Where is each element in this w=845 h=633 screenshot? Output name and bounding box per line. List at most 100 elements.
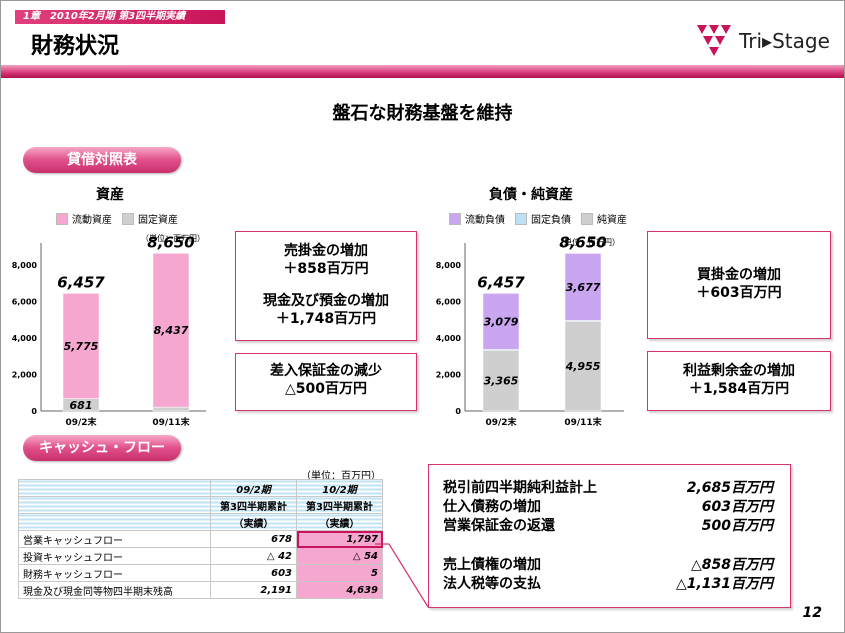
legend-label: 流動資産 <box>72 215 112 226</box>
header-cell <box>18 479 211 497</box>
cf-unit-label: （単位：百万円） <box>301 471 381 482</box>
legend-label: 流動負債 <box>465 215 505 226</box>
tristage-logo-icon <box>697 25 731 56</box>
data-label: 3,079 <box>484 315 519 328</box>
y-tick-label: 6,000 <box>12 298 38 307</box>
header-cell: 第3四半期累計 <box>296 496 383 514</box>
table-header-row: 09/2期 10/2期 <box>18 479 383 497</box>
table-row: 営業キャッシュフロー 678 1,797 <box>18 530 383 548</box>
assets-chart-title: 資産 <box>96 187 124 203</box>
x-tick-label: 09/11末 <box>152 416 190 428</box>
cf-detail-label: 営業保証金の返還 <box>443 518 555 534</box>
connector-line <box>375 543 429 608</box>
row-value-current: 4,639 <box>296 581 383 599</box>
assets-unit-label: （単位：百万円） <box>141 234 205 243</box>
bar-segment <box>62 293 100 399</box>
row-label: 財務キャッシュフロー <box>18 564 211 582</box>
legend-label: 固定負債 <box>531 215 571 226</box>
bar-segment <box>482 293 520 350</box>
legend-item: 固定資産 <box>122 211 178 226</box>
legend-swatch <box>515 212 527 225</box>
row-value-prev: △ 42 <box>210 547 297 565</box>
cf-detail-row: 仕入債務の増加 603百万円 <box>443 496 773 515</box>
table-header-row: 第3四半期累計 第3四半期累計 <box>18 496 383 514</box>
legend-label: 純資産 <box>597 215 627 226</box>
header-cell: （実績） <box>210 513 297 531</box>
callout-deposit-decrease: 差入保証金の減少 △500百万円 <box>235 353 417 411</box>
y-tick-label: 0 <box>31 407 37 416</box>
page-title: 財務状況 <box>31 34 120 59</box>
row-value-prev: 678 <box>210 530 297 548</box>
bar-segment <box>152 253 190 408</box>
y-tick-label: 2,000 <box>436 371 462 380</box>
row-label: 現金及び現金同等物四半期末残高 <box>18 581 211 599</box>
header-cell: （実績） <box>296 513 383 531</box>
table-row: 現金及び現金同等物四半期末残高 2,191 4,639 <box>18 581 383 599</box>
legend-swatch <box>56 212 68 225</box>
callout-line: 買掛金の増加 <box>697 267 781 283</box>
legend-item: 流動資産 <box>56 211 112 226</box>
y-tick-label: 0 <box>455 407 461 416</box>
assets-legend: 流動資産 固定資産 <box>56 211 178 226</box>
cf-detail-label: 売上債権の増加 <box>443 557 541 573</box>
data-label: 5,775 <box>64 340 99 353</box>
y-tick-label: 6,000 <box>436 298 462 307</box>
x-tick-label: 09/11末 <box>564 416 602 428</box>
callout-line: ＋603百万円 <box>696 285 782 301</box>
table-row: 投資キャッシュフロー △ 42 △ 54 <box>18 547 383 565</box>
callout-line: ＋1,748百万円 <box>275 311 377 327</box>
section-tab-cashflow: キャッシュ・フロー <box>23 435 181 461</box>
y-tick-label: 4,000 <box>12 334 38 343</box>
row-label: 営業キャッシュフロー <box>18 530 211 548</box>
callout-retained-earnings: 利益剰余金の増加 ＋1,584百万円 <box>647 351 831 411</box>
row-label: 投資キャッシュフロー <box>18 547 211 565</box>
legend-swatch <box>449 212 461 225</box>
data-label: 3,365 <box>484 374 519 387</box>
cf-detail-label: 法人税等の支払 <box>443 576 541 592</box>
assets-chart: 02,0004,0006,0008,0006815,7756,45709/2末2… <box>12 233 206 428</box>
data-label: 4,955 <box>565 360 601 373</box>
total-label: 6,457 <box>477 273 525 291</box>
row-value-prev: 2,191 <box>210 581 297 599</box>
logo-text: Tri▸Stage <box>739 29 830 53</box>
cf-detail-label: 税引前四半期純利益計上 <box>443 480 597 496</box>
cf-detail-value: 500百万円 <box>701 518 773 534</box>
cf-detail-value: △858百万円 <box>691 557 773 573</box>
callout-asset-increase: 売掛金の増加 ＋858百万円 現金及び預金の増加 ＋1,748百万円 <box>235 231 417 341</box>
slide-subtitle: 盤石な財務基盤を維持 <box>332 103 513 124</box>
legend-item: 固定負債 <box>515 211 571 226</box>
total-label: 6,457 <box>57 273 105 291</box>
total-label: 8,650 <box>147 233 194 251</box>
liabilities-legend: 流動負債 固定負債 純資産 <box>449 211 627 226</box>
data-label: 8,437 <box>154 324 189 337</box>
section-tab-balance: 貸借対照表 <box>23 147 181 173</box>
header-cell: 第3四半期累計 <box>210 496 297 514</box>
cf-detail-value: 603百万円 <box>701 499 773 515</box>
cf-detail-value: 2,685百万円 <box>686 480 773 496</box>
legend-label: 固定資産 <box>138 215 178 226</box>
cf-detail-value: △1,131百万円 <box>675 576 773 592</box>
y-tick-label: 8,000 <box>436 261 462 270</box>
callout-line: 差入保証金の減少 <box>270 363 382 379</box>
header-cell: 10/2期 <box>296 479 383 497</box>
row-value-prev: 603 <box>210 564 297 582</box>
x-tick-label: 09/2末 <box>485 416 517 428</box>
chapter-label: 1章 2010年2月期 第3四半期実績 <box>15 10 225 24</box>
legend-swatch <box>122 212 134 225</box>
bar-segment <box>564 320 602 412</box>
cashflow-detail-box: 税引前四半期純利益計上 2,685百万円 仕入債務の増加 603百万円 営業保証金の… <box>428 464 791 608</box>
cf-detail-row: 税引前四半期純利益計上 2,685百万円 <box>443 477 773 496</box>
cf-detail-row: 売上債権の増加 △858百万円 <box>443 554 773 573</box>
cf-detail-label: 仕入債務の増加 <box>443 499 541 515</box>
callout-line: △500百万円 <box>285 381 367 397</box>
y-tick-label: 8,000 <box>12 261 38 270</box>
page-number: 12 <box>802 605 822 621</box>
total-label: 8,650 <box>559 233 606 251</box>
table-row: 財務キャッシュフロー 603 5 <box>18 564 383 582</box>
callout-line: 現金及び預金の増加 <box>263 293 389 309</box>
header-cell: 09/2期 <box>210 479 297 497</box>
x-tick-label: 09/2末 <box>65 416 97 428</box>
row-value-current: △ 54 <box>296 547 383 565</box>
row-value-current: 5 <box>296 564 383 582</box>
